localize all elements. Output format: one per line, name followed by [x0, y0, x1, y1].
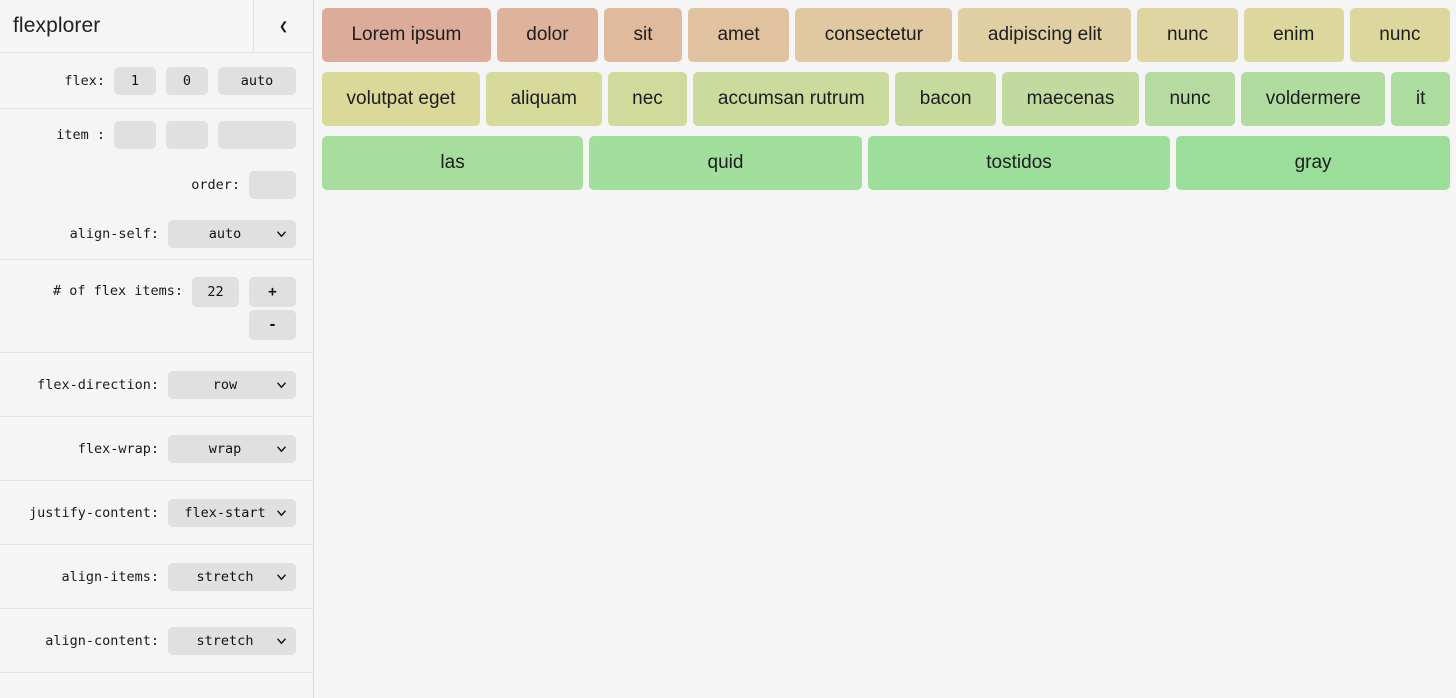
flex-item[interactable]: consectetur	[795, 8, 953, 62]
flex-item[interactable]: sit	[604, 8, 682, 62]
align-items-row: align-items: stretch	[0, 545, 313, 609]
flex-item[interactable]: nunc	[1144, 72, 1236, 126]
flex-item[interactable]: nunc	[1137, 8, 1238, 62]
align-content-row: align-content: stretch	[0, 609, 313, 673]
flex-basis-input[interactable]	[218, 66, 296, 95]
flex-shorthand-row: flex:	[0, 53, 313, 109]
increment-items-button[interactable]: +	[249, 277, 296, 307]
flex-item-label: las	[440, 152, 465, 173]
sidebar-header: flexplorer ❮	[0, 0, 313, 53]
item-grow-input[interactable]	[114, 120, 156, 149]
align-self-label: align-self:	[69, 226, 159, 242]
justify-content-row: justify-content: flex-start	[0, 481, 313, 545]
order-row: order:	[0, 160, 313, 209]
flex-item[interactable]: voldermere	[1241, 72, 1386, 126]
align-content-label: align-content:	[45, 632, 159, 649]
item-shrink-input[interactable]	[166, 120, 208, 149]
flex-item[interactable]: it	[1391, 72, 1450, 126]
flex-item-label: nunc	[1169, 88, 1211, 109]
flex-wrap-value: wrap	[168, 434, 296, 463]
flex-grow-input[interactable]	[114, 66, 156, 95]
flex-item-label: adipiscing elit	[987, 24, 1102, 45]
item-settings-group: item : order: align-self: auto	[0, 109, 313, 260]
flex-item[interactable]: nunc	[1349, 8, 1450, 62]
flex-item[interactable]: tostidos	[867, 136, 1171, 190]
flex-item[interactable]: amet	[687, 8, 790, 62]
flex-item-label: it	[1415, 88, 1426, 109]
flex-item-label: volutpat eget	[346, 88, 456, 109]
flex-item-label: maecenas	[1026, 88, 1115, 109]
flex-item[interactable]: maecenas	[1002, 72, 1139, 126]
flex-item[interactable]: enim	[1243, 8, 1344, 62]
decrement-items-button[interactable]: -	[249, 310, 296, 340]
flex-item-label: nunc	[1166, 24, 1209, 45]
flex-item-label: quid	[707, 152, 744, 173]
flex-item-label: sit	[633, 24, 653, 45]
justify-content-label: justify-content:	[28, 504, 159, 521]
flex-wrap-label: flex-wrap:	[77, 440, 159, 457]
flex-item-label: voldermere	[1265, 88, 1361, 109]
justify-content-select[interactable]: flex-start	[168, 498, 296, 527]
order-label: order:	[191, 176, 240, 193]
flex-item-count-controls: + -	[192, 277, 296, 340]
flex-label: flex:	[64, 72, 105, 89]
flex-item[interactable]: volutpat eget	[322, 72, 480, 126]
flex-direction-label: flex-direction:	[37, 376, 159, 393]
chevron-left-icon: ❮	[278, 16, 289, 35]
flex-container: Lorem ipsum dolor sit amet consectetur adipis…	[322, 8, 1456, 190]
item-basis-input[interactable]	[218, 120, 296, 149]
align-items-select[interactable]: stretch	[168, 562, 296, 591]
sidebar-collapse-button[interactable]: ❮	[253, 0, 313, 52]
align-items-value: stretch	[168, 562, 296, 591]
flex-item[interactable]: accumsan rutrum	[693, 72, 890, 126]
flex-item-label: gray	[1294, 152, 1332, 173]
item-row: item :	[0, 109, 313, 160]
flex-item-label: nec	[632, 88, 663, 109]
flex-direction-row: flex-direction: row	[0, 353, 313, 417]
flex-item[interactable]: quid	[589, 136, 862, 190]
flex-item[interactable]: las	[322, 136, 584, 190]
flex-item-label: nunc	[1379, 24, 1421, 45]
flex-item-label: aliquam	[510, 88, 578, 109]
align-items-label: align-items:	[61, 568, 159, 585]
flex-item[interactable]: bacon	[895, 72, 997, 126]
flex-item-count-label: # of flex items:	[52, 283, 183, 299]
flex-inputs	[114, 66, 296, 95]
flex-item-label: dolor	[526, 24, 569, 45]
controls-sidebar: flexplorer ❮ flex: item :	[0, 0, 314, 698]
flex-item-label: tostidos	[986, 152, 1052, 173]
flex-item[interactable]: aliquam	[485, 72, 602, 126]
align-self-select[interactable]: auto	[168, 220, 296, 248]
flex-shrink-input[interactable]	[166, 66, 208, 95]
flex-item-count-input[interactable]	[192, 277, 239, 307]
flex-direction-select[interactable]: row	[168, 370, 296, 399]
item-inputs	[114, 120, 296, 149]
flex-item-label: accumsan rutrum	[717, 88, 865, 109]
flex-wrap-row: flex-wrap: wrap	[0, 417, 313, 481]
align-self-row: align-self: auto	[0, 209, 313, 259]
item-label: item :	[56, 126, 105, 143]
flex-item-count-row: # of flex items: + -	[0, 260, 313, 353]
order-input[interactable]	[249, 170, 296, 199]
flex-item-label: amet	[717, 24, 760, 45]
flex-item-label: Lorem ipsum	[351, 24, 462, 45]
flex-item[interactable]: nec	[607, 72, 688, 126]
flex-item[interactable]: Lorem ipsum	[322, 8, 491, 62]
justify-content-value: flex-start	[168, 498, 296, 527]
align-self-value: auto	[168, 220, 296, 248]
flex-item-count-stepper: + -	[249, 277, 296, 340]
flex-item-label: enim	[1273, 24, 1315, 45]
align-content-value: stretch	[168, 626, 296, 655]
app-title: flexplorer	[13, 14, 101, 37]
flex-preview-area: Lorem ipsum dolor sit amet consectetur adipis…	[314, 0, 1456, 698]
flex-item[interactable]: gray	[1176, 136, 1450, 190]
flex-item-label: bacon	[919, 88, 972, 109]
flex-wrap-select[interactable]: wrap	[168, 434, 296, 463]
flex-item-label: consectetur	[824, 24, 923, 45]
flex-item[interactable]: dolor	[496, 8, 599, 62]
flex-direction-value: row	[168, 370, 296, 399]
flex-item[interactable]: adipiscing elit	[958, 8, 1132, 62]
align-content-select[interactable]: stretch	[168, 626, 296, 655]
